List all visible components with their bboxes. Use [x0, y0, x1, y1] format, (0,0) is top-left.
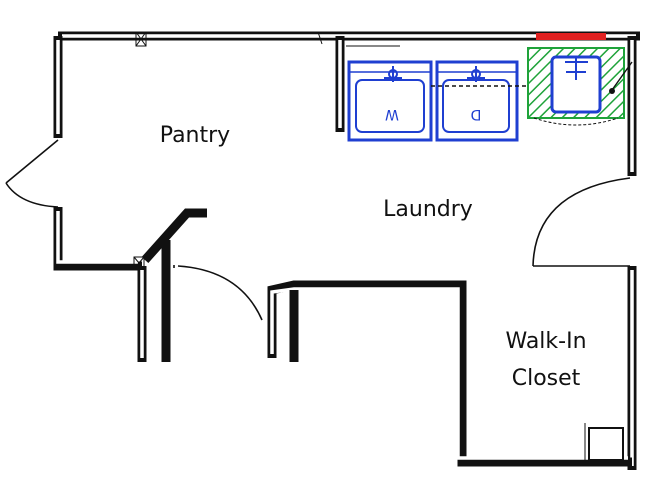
- closet-shelf: [588, 427, 624, 461]
- room-label-walkin-1: Walk-In: [505, 329, 586, 354]
- laundry-side-door[interactable]: [532, 177, 631, 267]
- utility-sink[interactable]: [527, 47, 633, 126]
- dryer-mark: D: [471, 106, 482, 122]
- room-label-pantry: Pantry: [160, 123, 230, 148]
- washer[interactable]: W: [347, 60, 433, 142]
- room-label-laundry: Laundry: [383, 197, 473, 222]
- window-accent: [536, 33, 606, 40]
- pantry-door[interactable]: [173, 265, 263, 321]
- pantry-exterior-door[interactable]: [5, 139, 59, 208]
- doors: [5, 139, 631, 462]
- pantry-partition: [137, 208, 207, 362]
- washer-mark: W: [385, 106, 399, 122]
- walls: [53, 31, 640, 470]
- left-wall-lower: [53, 207, 142, 271]
- room-label-walkin-2: Closet: [512, 366, 581, 391]
- wall-ticks: [133, 31, 400, 270]
- dryer[interactable]: D: [435, 60, 519, 142]
